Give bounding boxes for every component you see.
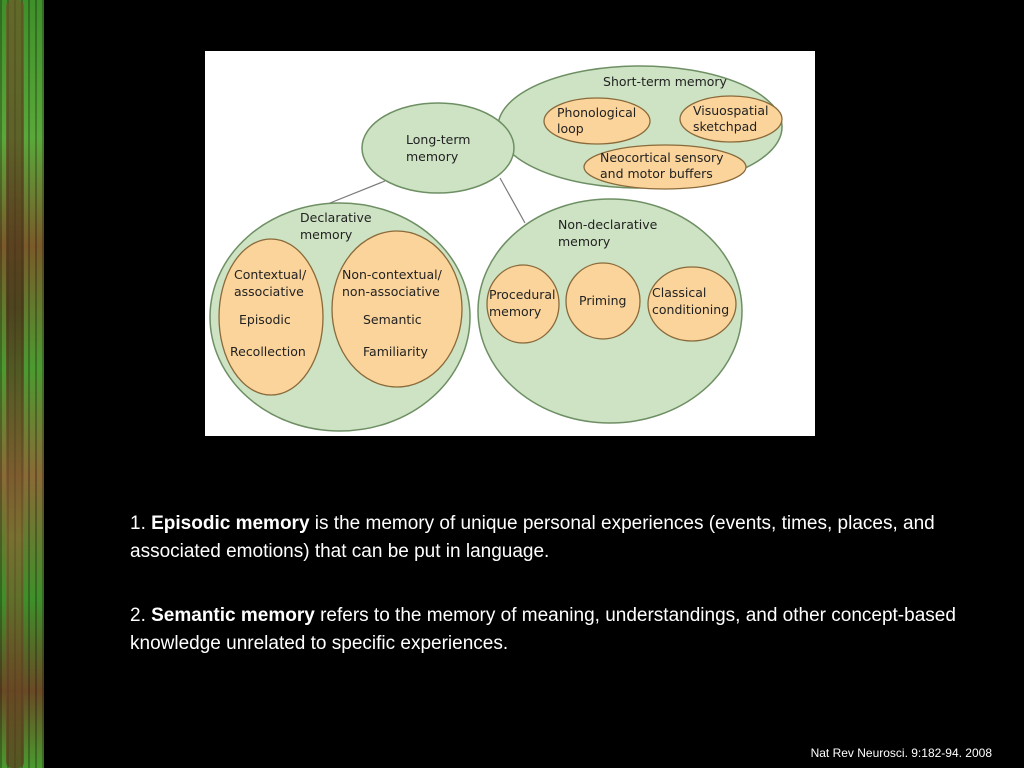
- familiarity-label: Familiarity: [363, 344, 428, 359]
- semantic-label: Semantic: [363, 312, 422, 327]
- term-episodic-memory: Episodic memory: [151, 513, 310, 534]
- procedural-memory-node: [486, 264, 560, 344]
- episodic-label: Episodic: [239, 312, 291, 327]
- short-term-memory-label: Short-term memory: [603, 74, 728, 89]
- recollection-label: Recollection: [230, 344, 306, 359]
- visuospatial-sketchpad-node: [679, 95, 783, 143]
- contextual-associative-node: [218, 238, 324, 396]
- contextual-associative-label: Contextual/associative: [234, 267, 307, 299]
- term-semantic-memory: Semantic memory: [151, 605, 315, 626]
- neocortical-buffers-node: [583, 144, 747, 190]
- priming-node: [565, 262, 641, 340]
- bamboo-decoration-strip: [0, 0, 44, 768]
- classical-conditioning-node: [647, 266, 737, 342]
- body-text: 1. Episodic memory is the memory of uniq…: [130, 510, 990, 694]
- connector-nondeclarative: [499, 177, 526, 224]
- non-contextual-node: [331, 230, 463, 388]
- priming-label: Priming: [579, 293, 626, 308]
- non-contextual-label: Non-contextual/non-associative: [342, 267, 443, 299]
- phonological-loop-node: [543, 97, 651, 145]
- connector-declarative: [324, 180, 386, 206]
- paragraph-episodic-memory: 1. Episodic memory is the memory of uniq…: [130, 513, 935, 562]
- paragraph-semantic-memory: 2. Semantic memory refers to the memory …: [130, 605, 956, 654]
- citation: Nat Rev Neurosci. 9:182-94. 2008: [810, 746, 992, 760]
- long-term-memory-node: [361, 102, 515, 194]
